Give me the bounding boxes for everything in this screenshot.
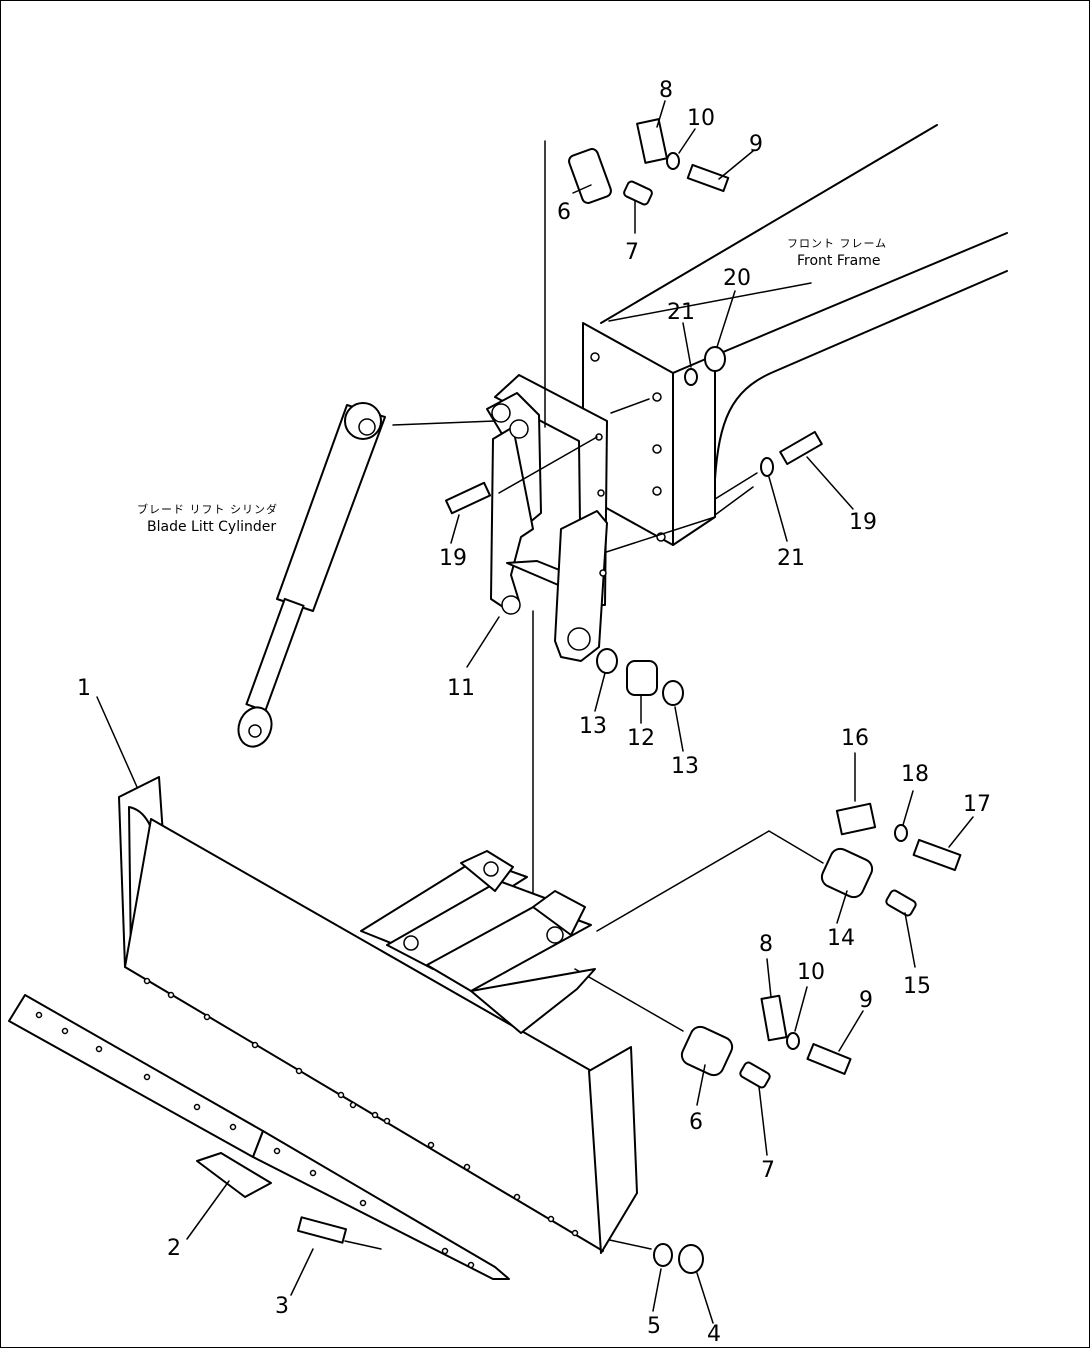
callout-9-bottom: 9	[859, 988, 873, 1013]
callout-14: 14	[827, 926, 855, 951]
callout-17: 17	[963, 792, 991, 817]
callout-9-top: 9	[749, 132, 763, 157]
callout-16: 16	[841, 726, 869, 751]
cutting-edge	[8, 994, 510, 1280]
blade-push-arms	[360, 850, 596, 1034]
callout-19-left: 19	[439, 546, 467, 571]
callout-8-bottom: 8	[759, 932, 773, 957]
callout-4: 4	[707, 1322, 721, 1347]
blade-lift-cylinder-label: Blade Litt Cylinder	[147, 519, 276, 535]
blade-bolt-holes	[143, 977, 579, 1237]
callout-10-bottom: 10	[797, 960, 825, 985]
dozer-blade	[118, 776, 638, 1254]
callout-2: 2	[167, 1236, 181, 1261]
callout-5: 5	[647, 1314, 661, 1339]
blade-lift-cylinder-label-jp: ブレード リフト シリンダ	[137, 502, 278, 516]
callout-13-left: 13	[579, 714, 607, 739]
front-frame-label-jp: フロント フレーム	[787, 237, 887, 250]
mounting-bracket	[486, 374, 608, 662]
assembly-guide-lines	[392, 140, 824, 1250]
callout-3: 3	[275, 1294, 289, 1319]
blade-lift-cylinder	[237, 402, 386, 748]
callout-7-top: 7	[625, 240, 639, 265]
callout-7-bottom: 7	[761, 1158, 775, 1183]
callout-21-top: 21	[667, 300, 695, 325]
diagram-labels: フロント フレーム Front Frame ブレード リフト シリンダ Blad…	[137, 237, 887, 535]
callout-10-top: 10	[687, 106, 715, 131]
callout-6-bottom: 6	[689, 1110, 703, 1135]
callout-12: 12	[627, 726, 655, 751]
callout-15: 15	[903, 974, 931, 999]
callout-11: 11	[447, 676, 475, 701]
callout-8-top: 8	[659, 78, 673, 103]
callout-1: 1	[77, 676, 91, 701]
callout-18: 18	[901, 762, 929, 787]
callout-19-right: 19	[849, 510, 877, 535]
callout-13-right: 13	[671, 754, 699, 779]
front-frame-label: Front Frame	[797, 253, 880, 269]
callout-6-top: 6	[557, 200, 571, 225]
leader-lines	[96, 100, 974, 1324]
callout-21-bottom: 21	[777, 546, 805, 571]
part-callouts: 1 2 3 4 5 6 6 7 7 8 8 9 9 10 10 11 12 13…	[77, 78, 991, 1347]
callout-20: 20	[723, 266, 751, 291]
